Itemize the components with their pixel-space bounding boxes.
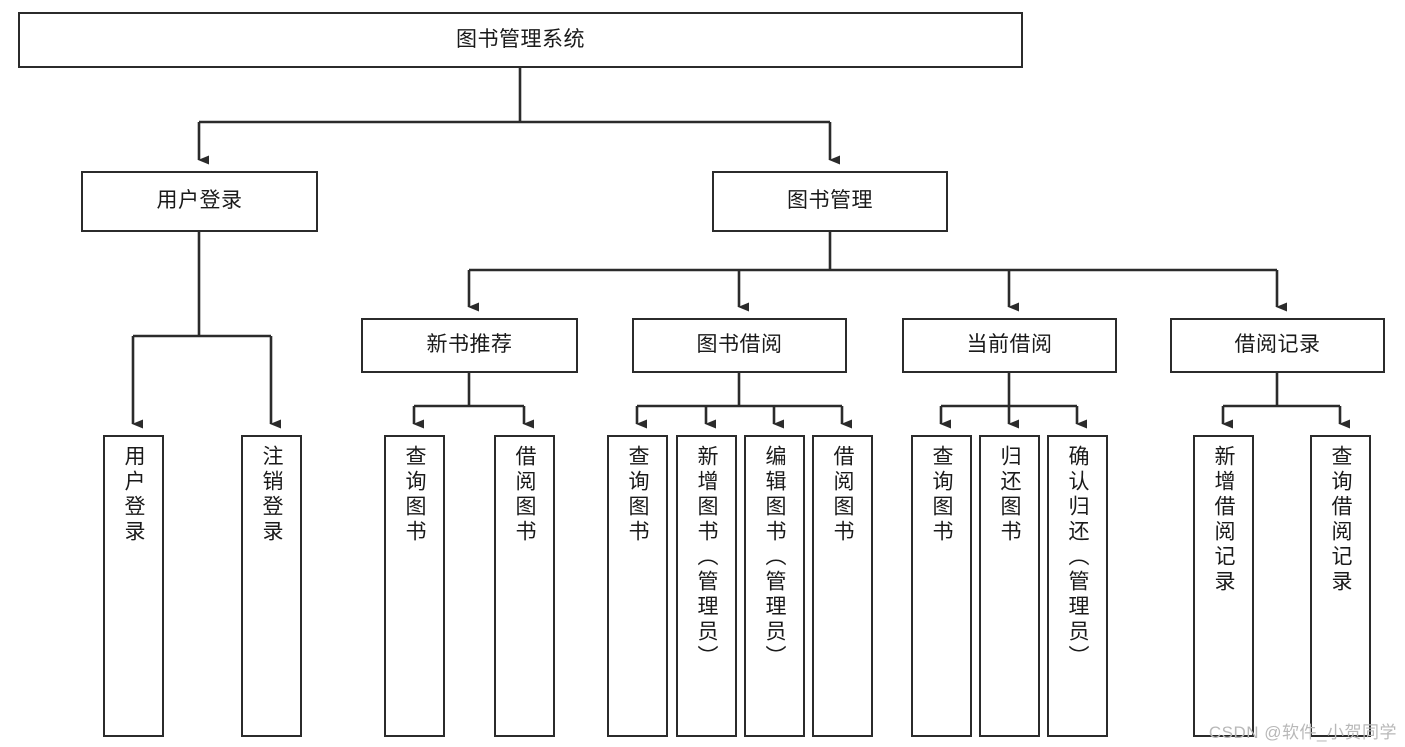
node-borrow-record[interactable]: 借阅记录 (1170, 318, 1385, 373)
node-user-login[interactable]: 用户登录 (81, 171, 318, 232)
node-leaf-query-book-3-label: 查询图书 (930, 445, 953, 545)
node-leaf-confirm-return[interactable]: 确认归还（管理员） (1047, 435, 1108, 737)
node-leaf-borrow-book-1-label: 借阅图书 (513, 445, 536, 545)
node-leaf-user-login[interactable]: 用户登录 (103, 435, 164, 737)
node-root-label: 图书管理系统 (456, 27, 585, 51)
node-leaf-edit-book-label: 编辑图书（管理员） (763, 445, 786, 670)
node-root[interactable]: 图书管理系统 (18, 12, 1023, 68)
node-leaf-confirm-return-label: 确认归还（管理员） (1066, 445, 1089, 670)
node-leaf-borrow-book-2-label: 借阅图书 (831, 445, 854, 545)
node-new-book-rec-label: 新书推荐 (426, 333, 513, 357)
node-leaf-add-book-label: 新增图书（管理员） (695, 445, 718, 670)
node-leaf-query-book-2[interactable]: 查询图书 (607, 435, 668, 737)
node-book-manage[interactable]: 图书管理 (712, 171, 948, 232)
node-leaf-edit-book[interactable]: 编辑图书（管理员） (744, 435, 805, 737)
node-leaf-logout[interactable]: 注销登录 (241, 435, 302, 737)
node-current-borrow-label: 当前借阅 (966, 333, 1053, 357)
node-leaf-add-record-label: 新增借阅记录 (1212, 445, 1235, 595)
node-user-login-label: 用户登录 (156, 189, 243, 213)
node-leaf-return-book-label: 归还图书 (998, 445, 1021, 545)
node-leaf-add-book[interactable]: 新增图书（管理员） (676, 435, 737, 737)
node-borrow-record-label: 借阅记录 (1234, 333, 1321, 357)
node-leaf-query-book-1-label: 查询图书 (403, 445, 426, 545)
node-leaf-borrow-book-2[interactable]: 借阅图书 (812, 435, 873, 737)
node-leaf-query-record-label: 查询借阅记录 (1329, 445, 1352, 595)
node-leaf-add-record[interactable]: 新增借阅记录 (1193, 435, 1254, 737)
node-new-book-rec[interactable]: 新书推荐 (361, 318, 578, 373)
node-book-borrow[interactable]: 图书借阅 (632, 318, 847, 373)
node-leaf-query-book-3[interactable]: 查询图书 (911, 435, 972, 737)
node-leaf-user-login-label: 用户登录 (122, 445, 145, 545)
node-leaf-query-record[interactable]: 查询借阅记录 (1310, 435, 1371, 737)
node-leaf-logout-label: 注销登录 (260, 445, 283, 545)
node-leaf-return-book[interactable]: 归还图书 (979, 435, 1040, 737)
node-book-borrow-label: 图书借阅 (696, 333, 783, 357)
node-leaf-query-book-2-label: 查询图书 (626, 445, 649, 545)
node-leaf-query-book-1[interactable]: 查询图书 (384, 435, 445, 737)
node-leaf-borrow-book-1[interactable]: 借阅图书 (494, 435, 555, 737)
node-current-borrow[interactable]: 当前借阅 (902, 318, 1117, 373)
node-book-manage-label: 图书管理 (787, 189, 873, 213)
